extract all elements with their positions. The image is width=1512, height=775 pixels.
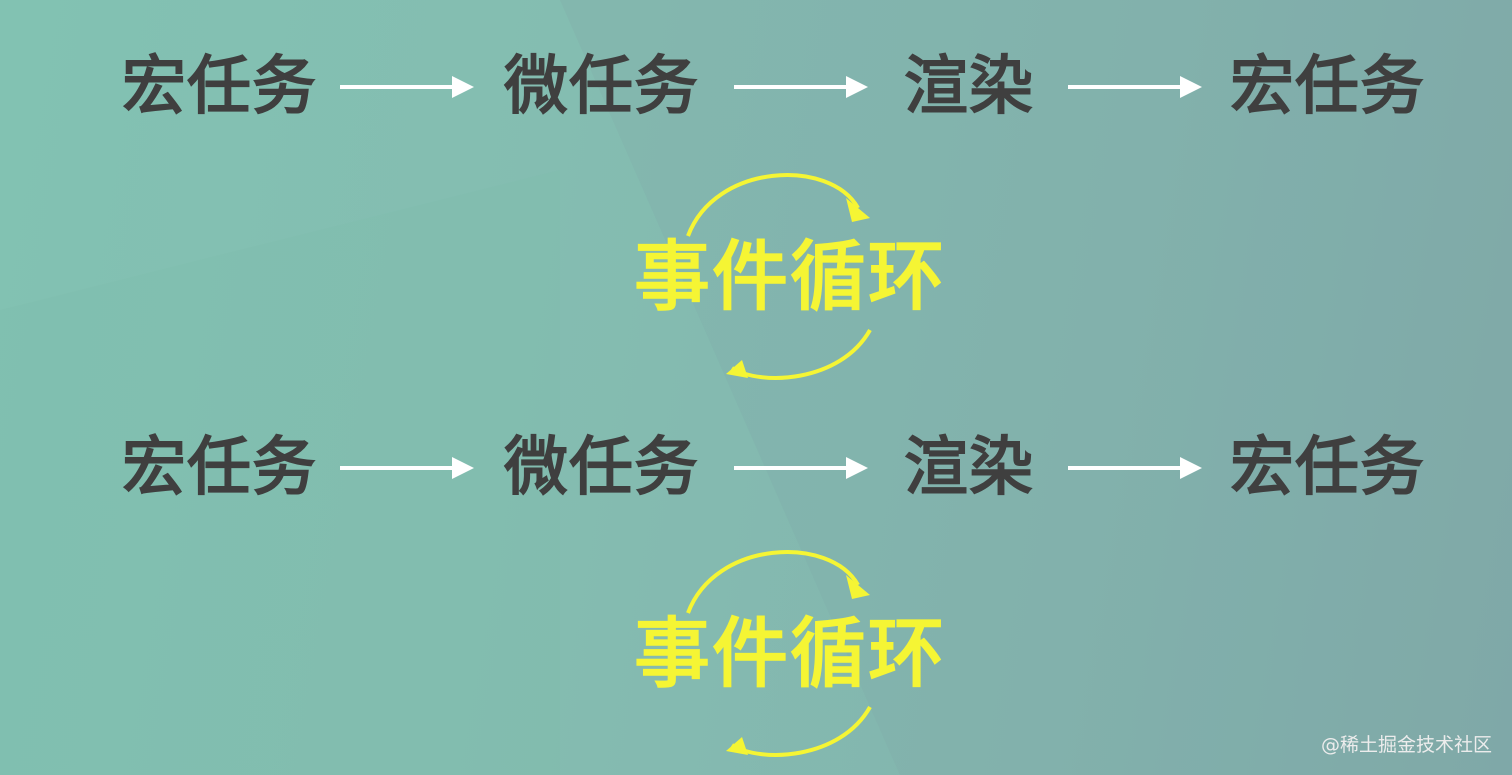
render-label: 渲染: [904, 431, 1034, 505]
loop-cycle-icon: [686, 173, 872, 380]
microtask-label: 微任务: [504, 431, 699, 505]
task-flow-row-2: 宏任务 微任务 渲染 宏任务: [0, 423, 1512, 513]
macrotask-label: 宏任务: [1230, 50, 1425, 124]
macrotask-label: 宏任务: [1230, 431, 1425, 505]
macrotask-label: 宏任务: [122, 431, 317, 505]
arrow-right-icon: [734, 454, 868, 482]
arrow-right-icon: [1068, 73, 1202, 101]
macrotask-label: 宏任务: [122, 50, 317, 124]
arrow-right-icon: [340, 73, 474, 101]
watermark: @稀土掘金技术社区: [1320, 734, 1492, 756]
event-loop-label: 事件循环: [634, 609, 946, 698]
microtask-label: 微任务: [504, 50, 699, 124]
arrow-right-icon: [734, 73, 868, 101]
event-loop-2: 事件循环: [620, 545, 960, 775]
task-flow-row-1: 宏任务 微任务 渲染 宏任务: [0, 42, 1512, 132]
event-loop-1: 事件循环: [620, 168, 960, 398]
arrow-right-icon: [340, 454, 474, 482]
loop-cycle-icon: [686, 550, 872, 757]
event-loop-label: 事件循环: [634, 232, 946, 321]
render-label: 渲染: [904, 50, 1034, 124]
arrow-right-icon: [1068, 454, 1202, 482]
